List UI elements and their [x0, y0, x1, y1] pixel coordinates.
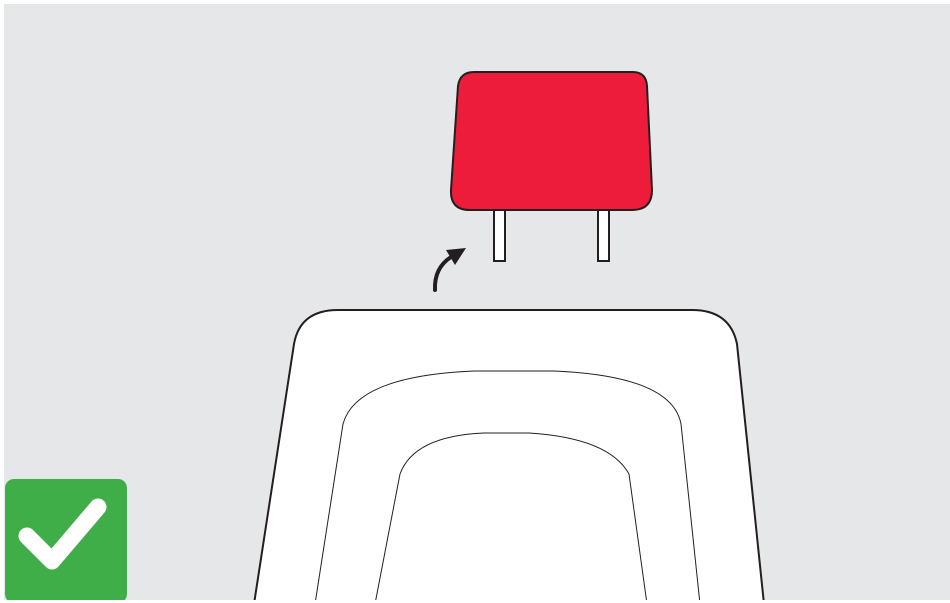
headrest-installation-diagram: [4, 4, 950, 600]
headrest-post-right: [598, 208, 609, 261]
seat-back-outer: [254, 310, 764, 600]
headrest-post-left: [494, 208, 505, 261]
check-badge: [5, 479, 127, 600]
headrest-cushion: [451, 72, 652, 210]
illustration-panel: [4, 4, 950, 600]
seat-back: [254, 310, 764, 600]
